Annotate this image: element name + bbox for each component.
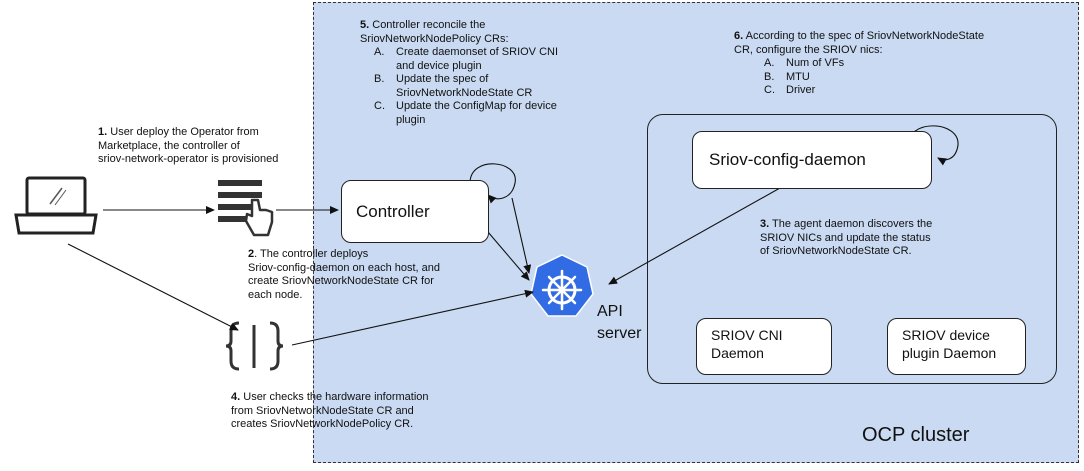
step2-line4: each node. (248, 288, 303, 301)
step5-line1: Controller reconcile the (369, 19, 486, 31)
api-server-line2: server (597, 325, 642, 342)
controller-label: Controller (356, 201, 430, 221)
step4-line2: from SriovNetworkNodeState CR and (231, 404, 414, 417)
config-daemon-box: Sriov-config-daemon (692, 131, 932, 189)
step1-line3: sriov-network-operator is provisioned (98, 153, 279, 165)
node-host-boundary (647, 114, 1057, 384)
kubernetes-icon (530, 254, 594, 317)
step1-line1: User deploy the Operator from (107, 126, 259, 138)
step5-line2: SriovNetworkNodePolicy CRs: (360, 32, 509, 45)
step2-num: 2 (248, 248, 255, 260)
step5-note: 5. Controller reconcile the SriovNetwork… (360, 19, 558, 127)
step6-item-c: C.Driver (764, 84, 816, 96)
step6-note: 6. According to the spec of SriovNetwork… (734, 30, 984, 98)
laptop-icon (14, 176, 98, 235)
step4-num: 4. (231, 391, 241, 403)
marketplace-hand-icon (218, 180, 274, 237)
step1-note: 1. User deploy the Operator from Marketp… (98, 126, 278, 167)
api-server-line1: API (597, 303, 623, 320)
step2-line3: create SriovNetworkNodeState CR for (248, 275, 434, 287)
cluster-label: OCP cluster (862, 424, 970, 446)
json-braces-icon (225, 321, 284, 371)
step3-num: 3. (760, 218, 770, 230)
device-plugin-line1: SRIOV device (902, 327, 990, 343)
step3-line3: of SriovNetworkNodeState CR. (760, 245, 912, 257)
step6-item-a: A.Num of VFs (764, 57, 845, 69)
step4-line3: creates SriovNetworkNodePolicy CR. (231, 418, 414, 430)
step1-num: 1. (98, 126, 108, 138)
controller-box: Controller (341, 180, 489, 243)
step4-line1: User checks the hardware information (240, 391, 429, 403)
step2-line1: . The controller deploys (254, 248, 369, 260)
step4-note: 4. User checks the hardware information … (231, 391, 429, 432)
cni-daemon-line1: SRIOV CNI (711, 327, 783, 343)
step6-num: 6. (734, 30, 744, 42)
step2-line2: Sriov-config-daemon on each host, and (248, 261, 441, 274)
device-plugin-box: SRIOV device plugin Daemon (887, 318, 1026, 375)
step5-num: 5. (360, 19, 370, 31)
step3-note: 3. The agent daemon discovers the SRIOV … (760, 218, 932, 259)
cni-daemon-line2: Daemon (711, 345, 764, 361)
step6-line2: CR, configure the SRIOV nics: (734, 43, 883, 56)
step2-note: 2. The controller deploys Sriov-config-d… (248, 248, 440, 302)
config-daemon-label: Sriov-config-daemon (709, 150, 866, 169)
step3-line1: The agent daemon discovers the (769, 218, 933, 230)
step6-line1: According to the spec of SriovNetworkNod… (743, 30, 985, 42)
step3-line2: SRIOV NICs and update the status (760, 231, 931, 244)
api-server-label: API server (597, 301, 641, 345)
step1-line2: Marketplace, the controller of (98, 139, 240, 152)
step6-item-b: B.MTU (764, 70, 810, 83)
device-plugin-line2: plugin Daemon (902, 345, 997, 361)
cni-daemon-box: SRIOV CNI Daemon (696, 318, 832, 375)
